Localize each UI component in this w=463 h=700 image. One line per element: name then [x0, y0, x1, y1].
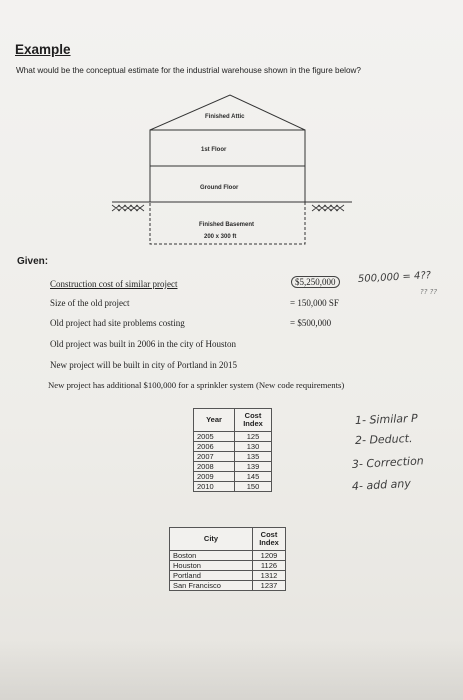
year-cell: 2009	[193, 471, 235, 482]
index-cell: 1237	[252, 580, 286, 591]
city-cell: Houston	[169, 560, 253, 571]
city-cell: Boston	[169, 550, 253, 561]
city-cell: San Francisco	[169, 580, 253, 591]
site-problems-value: = $500,000	[290, 318, 332, 328]
year-cost-index-header: Cost Index	[234, 408, 272, 432]
handwritten-cost-note-sub: ?? ??	[420, 288, 438, 296]
new-2015-text: New project will be built in city of Por…	[50, 360, 237, 370]
built-2006-text: Old project was built in 2006 in the cit…	[50, 339, 236, 349]
table-header-row: City Cost Index	[169, 527, 286, 551]
ground-hatch-right	[311, 204, 345, 212]
index-cell: 1312	[252, 570, 286, 581]
table-header-row: Year Cost Index	[193, 408, 272, 432]
attic-label: Finished Attic	[205, 114, 245, 120]
index-cell: 139	[234, 461, 272, 472]
index-cell: 150	[234, 481, 272, 492]
dimensions-label: 200 x 300 ft	[204, 234, 236, 240]
handwritten-step-1: 1- Similar P	[354, 411, 418, 427]
index-cell: 145	[234, 471, 272, 482]
index-cell: 130	[234, 441, 272, 452]
year-cell: 2007	[193, 451, 235, 462]
year-cell: 2006	[193, 441, 235, 452]
city-cost-index-header: Cost Index	[252, 527, 286, 551]
year-cell: 2008	[193, 461, 235, 472]
given-heading: Given:	[17, 256, 49, 267]
size-value: = 150,000 SF	[290, 298, 339, 308]
question-text: What would be the conceptual estimate fo…	[16, 66, 361, 75]
size-label: Size of the old project	[50, 298, 130, 308]
ground-floor-label: Ground Floor	[200, 185, 239, 191]
basement-label: Finished Basement	[199, 222, 254, 228]
first-floor-label: 1st Floor	[201, 147, 227, 153]
index-cell: 135	[234, 451, 272, 462]
city-cell: Portland	[169, 570, 253, 581]
sprinkler-text: New project has additional $100,000 for …	[48, 380, 345, 390]
construction-cost-label: Construction cost of similar project	[50, 279, 178, 289]
index-cell: 1209	[252, 550, 286, 561]
index-cell: 125	[234, 431, 272, 442]
handwritten-step-2: 2- Deduct.	[354, 431, 413, 447]
city-header: City	[169, 527, 253, 551]
ground-hatch-left	[111, 204, 145, 212]
page-title: Example	[15, 42, 71, 57]
index-cell: 1126	[252, 560, 286, 571]
year-header: Year	[193, 408, 235, 432]
roof-line	[149, 94, 306, 131]
construction-cost-value: $5,250,000	[291, 276, 340, 288]
year-cell: 2005	[193, 431, 235, 442]
site-problems-label: Old project had site problems costing	[50, 318, 185, 328]
basement-box	[149, 201, 306, 245]
year-cell: 2010	[193, 481, 235, 492]
